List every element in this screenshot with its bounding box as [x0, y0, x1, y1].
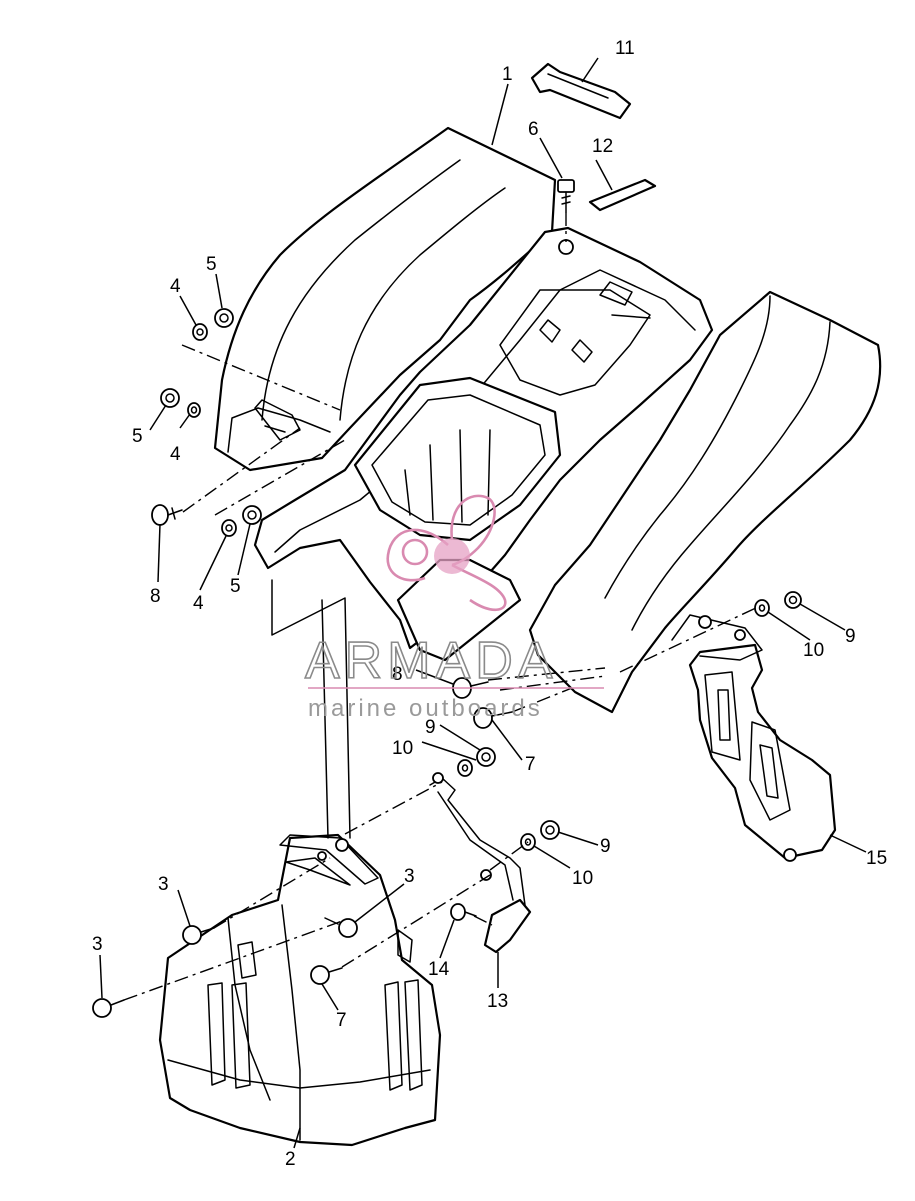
leader-lines: [99, 57, 867, 1149]
callout-15: 15: [866, 848, 887, 869]
callout-9: 9: [425, 717, 436, 738]
callout-4: 4: [170, 444, 181, 465]
callout-5: 5: [206, 254, 217, 275]
callout-3: 3: [404, 866, 415, 887]
callout-13: 13: [487, 991, 508, 1012]
callout-7: 7: [525, 754, 536, 775]
callout-12: 12: [592, 136, 613, 157]
assembly-lines: [123, 212, 761, 1001]
callout-4: 4: [193, 593, 204, 614]
hardware-nuts-washers: [160, 308, 802, 861]
side-guard: [671, 614, 837, 862]
callout-3: 3: [92, 934, 103, 955]
stay-bracket: [429, 772, 532, 954]
callout-7: 7: [336, 1010, 347, 1031]
armada-logo-icon: [386, 494, 507, 612]
callout-6: 6: [528, 119, 539, 140]
callout-8: 8: [150, 586, 161, 607]
callout-11: 11: [615, 38, 635, 59]
callout-4: 4: [170, 276, 181, 297]
mud-flap: [158, 833, 442, 1147]
callout-9: 9: [600, 836, 611, 857]
watermark-title: ARMADA: [305, 632, 557, 690]
watermark: ARMADA marine outboards: [304, 494, 604, 722]
rear-fender: [213, 126, 882, 714]
callout-1: 1: [502, 64, 513, 85]
callout-3: 3: [158, 874, 169, 895]
callouts: 1 2 3 3 3 4 4 4 5 5 5 6 7 7 8 8 9 9 9 10…: [92, 38, 887, 1170]
watermark-subtitle: marine outboards: [308, 695, 543, 722]
callout-2: 2: [285, 1149, 296, 1170]
callout-5: 5: [230, 576, 241, 597]
callout-10: 10: [572, 868, 593, 889]
callout-10: 10: [803, 640, 824, 661]
callout-8: 8: [392, 664, 403, 685]
label-decal: [588, 178, 657, 212]
callout-10: 10: [392, 738, 413, 759]
callout-9: 9: [845, 626, 856, 647]
callout-14: 14: [428, 959, 450, 980]
callout-5: 5: [132, 426, 143, 447]
strap: [530, 62, 632, 120]
